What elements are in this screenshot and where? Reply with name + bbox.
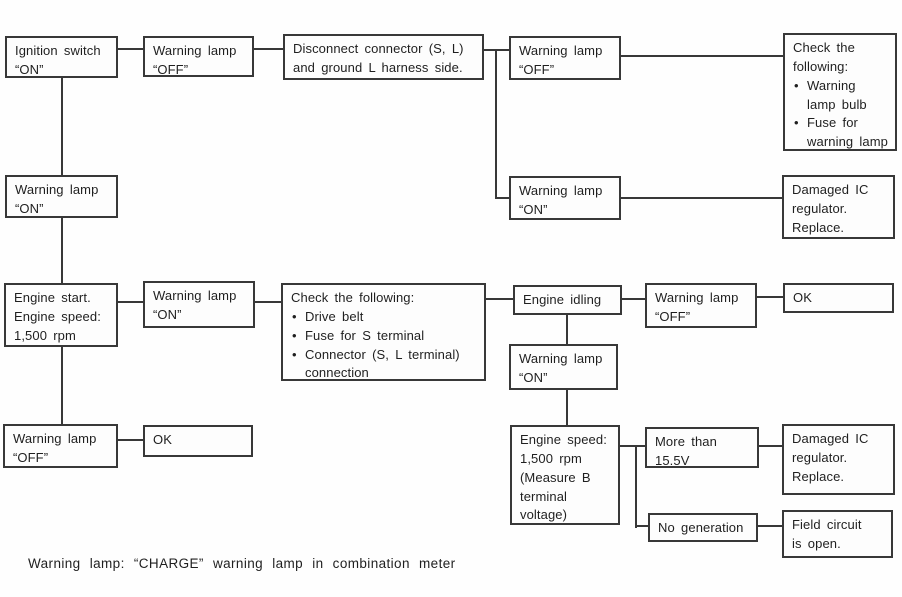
connector-line xyxy=(757,296,783,298)
connector-line xyxy=(495,49,497,199)
connector-line xyxy=(759,445,782,447)
flow-box-engine-speed-measure: Engine speed: 1,500 rpm (Measure B termi… xyxy=(510,425,620,525)
flow-box-label: Warning lamp “OFF” xyxy=(13,431,97,465)
flow-box-ok-2: OK xyxy=(143,425,253,457)
flow-box-label: Field circuit is open. xyxy=(792,517,862,551)
flow-box-label: Engine idling xyxy=(523,292,602,307)
connector-line xyxy=(566,390,568,425)
bullet-item: Warning lamp bulb xyxy=(793,77,893,115)
connector-line xyxy=(61,347,63,424)
connector-line xyxy=(254,48,283,50)
flow-box-title: Check the following: xyxy=(793,40,855,74)
flow-box-engine-start: Engine start. Engine speed: 1,500 rpm xyxy=(4,283,118,347)
flow-box-label: Engine speed: 1,500 rpm (Measure B termi… xyxy=(520,432,607,523)
flow-box-no-generation: No generation xyxy=(648,513,758,542)
bullet-item: Fuse for warning lamp xyxy=(793,114,893,152)
flow-box-disconnect-connector: Disconnect connector (S, L) and ground L… xyxy=(283,34,484,80)
bullet-list: Warning lamp bulbFuse for warning lamp xyxy=(793,77,893,152)
flow-box-label: Disconnect connector (S, L) and ground L… xyxy=(293,41,464,75)
bullet-item: Drive belt xyxy=(291,308,482,327)
connector-line xyxy=(255,301,281,303)
connector-line xyxy=(622,298,645,300)
flow-box-more-than-15v: More than 15.5V xyxy=(645,427,759,468)
flow-box-damaged-ic-regulator-2: Damaged IC regulator. Replace. xyxy=(782,424,895,495)
flow-box-label: Warning lamp “OFF” xyxy=(655,290,739,324)
connector-line xyxy=(495,197,509,199)
flow-box-ignition-switch: Ignition switch “ON” xyxy=(5,36,118,78)
flow-box-label: Engine start. Engine speed: 1,500 rpm xyxy=(14,290,101,343)
connector-line xyxy=(635,445,637,528)
flow-box-label: Ignition switch “ON” xyxy=(15,43,101,77)
connector-line xyxy=(758,525,782,527)
flow-box-title: Check the following: xyxy=(291,290,415,305)
flow-box-warning-lamp-off-4: Warning lamp “OFF” xyxy=(3,424,118,468)
flow-box-damaged-ic-regulator-1: Damaged IC regulator. Replace. xyxy=(782,175,895,239)
bullet-list: Drive beltFuse for S terminalConnector (… xyxy=(291,308,482,383)
flow-box-label: Warning lamp “OFF” xyxy=(519,43,603,77)
flow-box-warning-lamp-on-3: Warning lamp “ON” xyxy=(143,281,255,328)
connector-line xyxy=(486,298,513,300)
connector-line xyxy=(620,445,645,447)
connector-line xyxy=(118,301,143,303)
flow-box-field-circuit-open: Field circuit is open. xyxy=(782,510,893,558)
connector-line xyxy=(621,55,783,57)
connector-line xyxy=(635,525,648,527)
flow-box-warning-lamp-on-4: Warning lamp “ON” xyxy=(509,344,618,390)
flow-box-label: Warning lamp “ON” xyxy=(519,351,603,385)
flow-box-label: No generation xyxy=(658,520,744,535)
flow-box-ok-1: OK xyxy=(783,283,894,313)
connector-line xyxy=(118,48,143,50)
flow-box-label: OK xyxy=(793,290,812,305)
bullet-item: Connector (S, L terminal) connection xyxy=(291,346,482,384)
flow-box-label: Damaged IC regulator. Replace. xyxy=(792,182,869,235)
flow-box-label: Warning lamp “OFF” xyxy=(153,43,237,77)
flow-box-label: More than 15.5V xyxy=(655,434,717,468)
connector-line xyxy=(61,218,63,283)
flow-box-check-warning-lamp: Check the following: Warning lamp bulbFu… xyxy=(783,33,897,151)
connector-line xyxy=(118,439,143,441)
flow-box-label: Warning lamp “ON” xyxy=(15,182,99,216)
flow-box-warning-lamp-off-2: Warning lamp “OFF” xyxy=(509,36,621,80)
flow-box-label: Warning lamp “ON” xyxy=(519,183,603,217)
flow-box-warning-lamp-off-1: Warning lamp “OFF” xyxy=(143,36,254,77)
connector-line xyxy=(566,315,568,344)
flow-box-engine-idling: Engine idling xyxy=(513,285,622,315)
connector-line xyxy=(621,197,782,199)
bullet-item: Fuse for S terminal xyxy=(291,327,482,346)
diagram-caption: Warning lamp: “CHARGE” warning lamp in c… xyxy=(28,556,456,571)
flow-box-label: Warning lamp “ON” xyxy=(153,288,237,322)
flow-box-label: Damaged IC regulator. Replace. xyxy=(792,431,869,484)
flow-box-label: OK xyxy=(153,432,172,447)
flow-box-warning-lamp-on-1: Warning lamp “ON” xyxy=(5,175,118,218)
connector-line xyxy=(61,78,63,175)
flow-box-warning-lamp-off-3: Warning lamp “OFF” xyxy=(645,283,757,328)
flow-box-warning-lamp-on-2: Warning lamp “ON” xyxy=(509,176,621,220)
flow-box-check-charging: Check the following: Drive beltFuse for … xyxy=(281,283,486,381)
